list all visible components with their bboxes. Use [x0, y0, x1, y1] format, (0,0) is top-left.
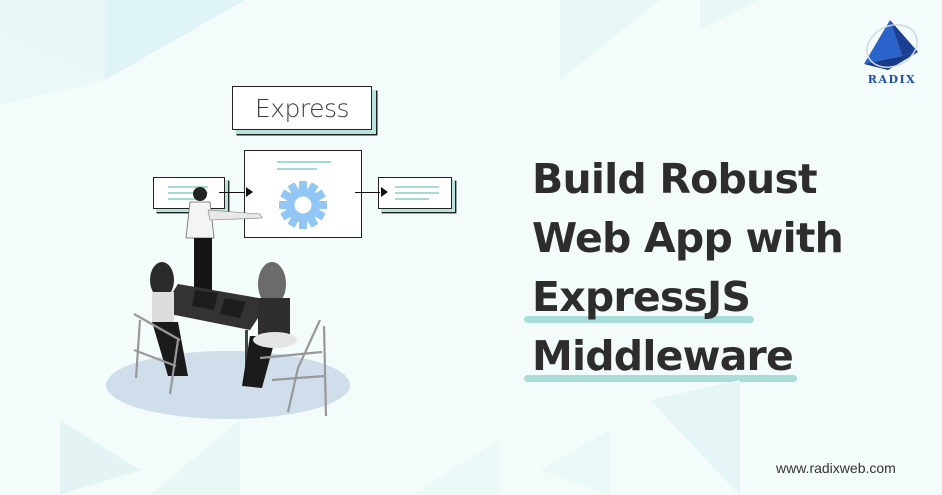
middleware-box: [244, 150, 362, 238]
response-doc-box: [378, 177, 452, 209]
arrow-out-line: [355, 192, 380, 194]
team-meeting-illustration: [106, 187, 350, 419]
website-link[interactable]: www.radixweb.com: [776, 460, 896, 476]
express-label: Express: [254, 93, 350, 123]
headline-line-4-highlighted: Middleware: [524, 327, 797, 386]
logo-text: RADIX: [867, 73, 917, 86]
arrow-in-line: [219, 192, 245, 194]
arrow-out-head-icon: [381, 187, 388, 197]
headline: Build Robust Web App with ExpressJS Midd…: [523, 150, 844, 386]
headline-line-1: Build Robust: [532, 155, 818, 203]
pyramid-logo-icon: [864, 20, 918, 70]
express-label-box: Express: [232, 86, 372, 130]
radix-logo[interactable]: RADIX: [852, 18, 932, 90]
headline-line-3-highlighted: ExpressJS: [523, 268, 755, 327]
gear-icon: [279, 181, 327, 229]
arrow-in-head-icon: [246, 187, 253, 197]
headline-line-2: Web App with: [532, 214, 844, 262]
